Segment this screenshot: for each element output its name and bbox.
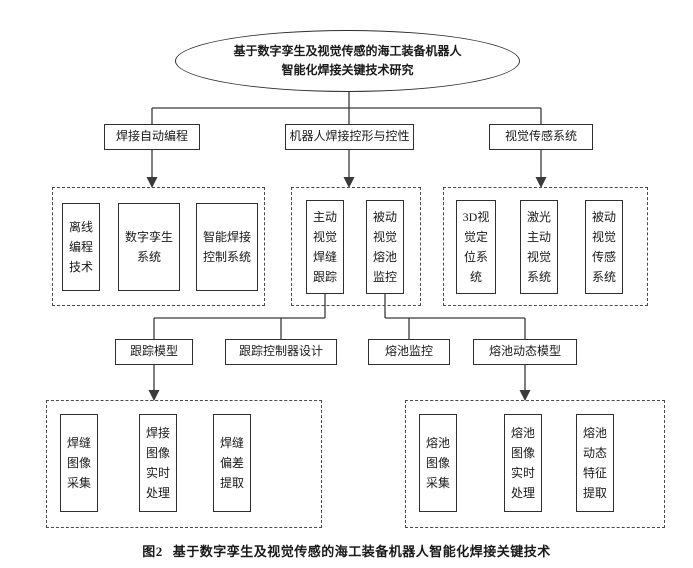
node-intelligent-welding-control-system: 智能焊接控制系统 bbox=[196, 203, 258, 291]
figure-caption-label: 图2 bbox=[142, 544, 163, 559]
branch-box-vision-sensing: 视觉传感系统 bbox=[489, 124, 593, 150]
root-topic-line2: 智能化焊接关键技术研究 bbox=[281, 63, 414, 77]
branch-box-auto-programming: 焊接自动编程 bbox=[104, 124, 200, 150]
figure-caption: 图2 基于数字孪生及视觉传感的海工装备机器人智能化焊接关键技术 bbox=[0, 541, 693, 560]
node-pool-dynamic-feature-extraction: 熔池动态特征提取 bbox=[576, 414, 614, 512]
group-sensing-container bbox=[443, 187, 648, 306]
node-passive-vision-pool-monitoring: 被动视觉熔池监控 bbox=[366, 200, 404, 294]
group-seam-image-container bbox=[46, 400, 322, 528]
node-pool-image-realtime-processing: 熔池图像实时处理 bbox=[504, 414, 542, 512]
node-seam-deviation-extraction: 焊缝偏差提取 bbox=[213, 414, 251, 512]
node-pool-dynamic-model: 熔池动态模型 bbox=[473, 339, 577, 365]
node-offline-programming: 离线编程技术 bbox=[62, 203, 100, 291]
node-tracking-model: 跟踪模型 bbox=[115, 339, 193, 365]
branch-box-shape-property-control: 机器人焊接控形与控性 bbox=[285, 124, 414, 150]
node-tracking-controller-design: 跟踪控制器设计 bbox=[225, 339, 337, 365]
node-welding-image-realtime-processing: 焊接图像实时处理 bbox=[139, 414, 177, 512]
group-control-container bbox=[291, 187, 421, 306]
root-topic-line1: 基于数字孪生及视觉传感的海工装备机器人 bbox=[233, 44, 462, 59]
root-topic-ellipse: 基于数字孪生及视觉传感的海工装备机器人 智能化焊接关键技术研究 bbox=[175, 30, 520, 92]
node-digital-twin-system: 数字孪生系统 bbox=[118, 203, 180, 291]
node-seam-image-acquisition: 焊缝图像采集 bbox=[60, 414, 98, 512]
node-passive-vision-sensing-system: 被动视觉传感系统 bbox=[585, 200, 623, 294]
node-laser-active-vision-system: 激光主动视觉系统 bbox=[520, 200, 558, 294]
node-pool-monitoring: 熔池监控 bbox=[368, 339, 450, 365]
figure-caption-text: 基于数字孪生及视觉传感的海工装备机器人智能化焊接关键技术 bbox=[172, 544, 551, 559]
group-pool-image-container bbox=[405, 400, 665, 528]
node-active-vision-seam-tracking: 主动视觉焊缝跟踪 bbox=[306, 200, 344, 294]
node-3d-vision-positioning-system: 3D视觉定位系统 bbox=[456, 200, 496, 294]
node-pool-image-acquisition: 熔池图像采集 bbox=[419, 414, 457, 512]
group-programming-container bbox=[52, 187, 265, 306]
arrowheads bbox=[146, 177, 547, 401]
